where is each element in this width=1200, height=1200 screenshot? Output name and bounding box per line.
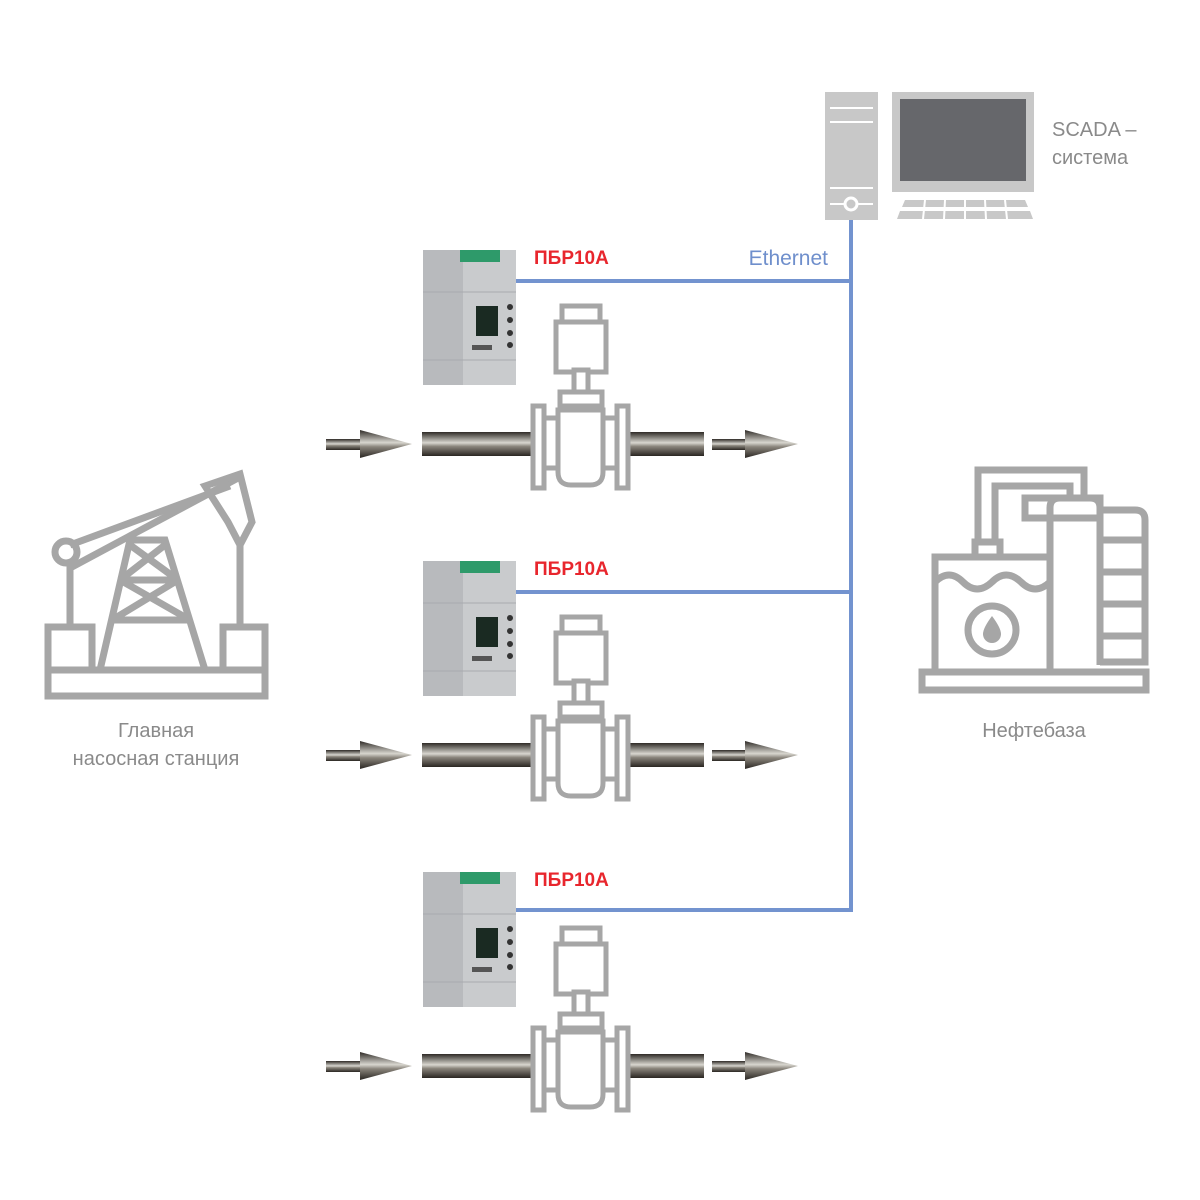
device-label: ПБР10А: [534, 559, 609, 580]
pipeline-row-2: ПБР10А: [326, 559, 798, 802]
valve-icon: [530, 614, 631, 802]
scada-computer-icon: [825, 92, 1034, 220]
device-label: ПБР10А: [534, 870, 609, 891]
pumpjack-icon: [44, 469, 269, 700]
ethernet-label: Ethernet: [749, 247, 829, 270]
flow-arrow-out-icon: [712, 430, 798, 458]
flow-arrow-in-icon: [326, 741, 412, 769]
pbr10a-device-icon: [423, 250, 516, 385]
pump-station-label-line2: насосная станция: [73, 748, 240, 770]
pipeline-row-3: ПБР10А: [326, 870, 798, 1113]
pipeline-row-1: ПБР10А: [326, 248, 798, 491]
flow-arrow-in-icon: [326, 430, 412, 458]
valve-icon: [530, 925, 631, 1113]
ethernet-bus: [516, 220, 853, 912]
pbr10a-device-icon: [423, 872, 516, 1007]
valve-icon: [530, 303, 631, 491]
device-label: ПБР10А: [534, 248, 609, 269]
scada-label-line1: SCADA –: [1052, 119, 1137, 141]
scada-label-line2: система: [1052, 147, 1129, 169]
flow-arrow-in-icon: [326, 1052, 412, 1080]
pbr10a-device-icon: [423, 561, 516, 696]
oil-depot-icon: [918, 466, 1150, 694]
oil-depot-label: Нефтебаза: [982, 720, 1086, 742]
pump-station-label-line1: Главная: [118, 720, 194, 742]
flow-arrow-out-icon: [712, 1052, 798, 1080]
flow-arrow-out-icon: [712, 741, 798, 769]
